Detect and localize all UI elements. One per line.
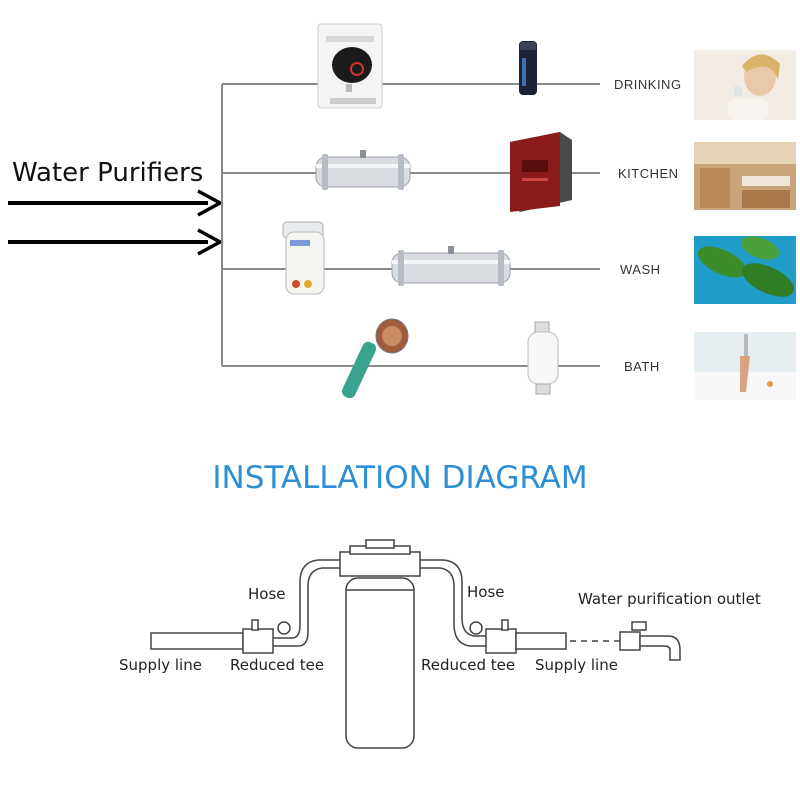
reduced-tee-right-label: Reduced tee xyxy=(421,656,516,674)
cabinet-purifier-icon xyxy=(510,132,572,212)
wall-dispenser-icon xyxy=(317,23,383,109)
shower-head-icon xyxy=(341,318,409,399)
installation-graphics xyxy=(150,539,681,749)
supply-line-left-label: Supply line xyxy=(119,656,202,674)
use-label-bath: BATH xyxy=(624,359,660,374)
drinking-photo xyxy=(694,50,796,120)
page-title: Water Purifiers xyxy=(12,158,204,188)
use-label-drinking: DRINKING xyxy=(614,77,682,92)
use-label-wash: WASH xyxy=(620,262,661,277)
input-arrows xyxy=(8,189,224,256)
bottle-icon xyxy=(519,41,537,95)
kitchen-photo xyxy=(694,142,796,210)
faucet-filter-icon xyxy=(282,221,325,295)
installation-title: INSTALLATION DIAGRAM xyxy=(212,460,588,496)
tube-filter-icon xyxy=(391,246,511,286)
hose-right-label: Hose xyxy=(467,583,505,601)
use-label-kitchen: KITCHEN xyxy=(618,166,679,181)
shower-filter-icon xyxy=(527,321,559,395)
wash-photo xyxy=(694,236,796,304)
supply-line-right-label: Supply line xyxy=(535,656,618,674)
outlet-label: Water purification outlet xyxy=(578,590,761,608)
reduced-tee-left-label: Reduced tee xyxy=(230,656,325,674)
hose-left-label: Hose xyxy=(248,585,286,603)
tube-filter-icon xyxy=(315,150,411,190)
bath-photo xyxy=(694,332,796,400)
